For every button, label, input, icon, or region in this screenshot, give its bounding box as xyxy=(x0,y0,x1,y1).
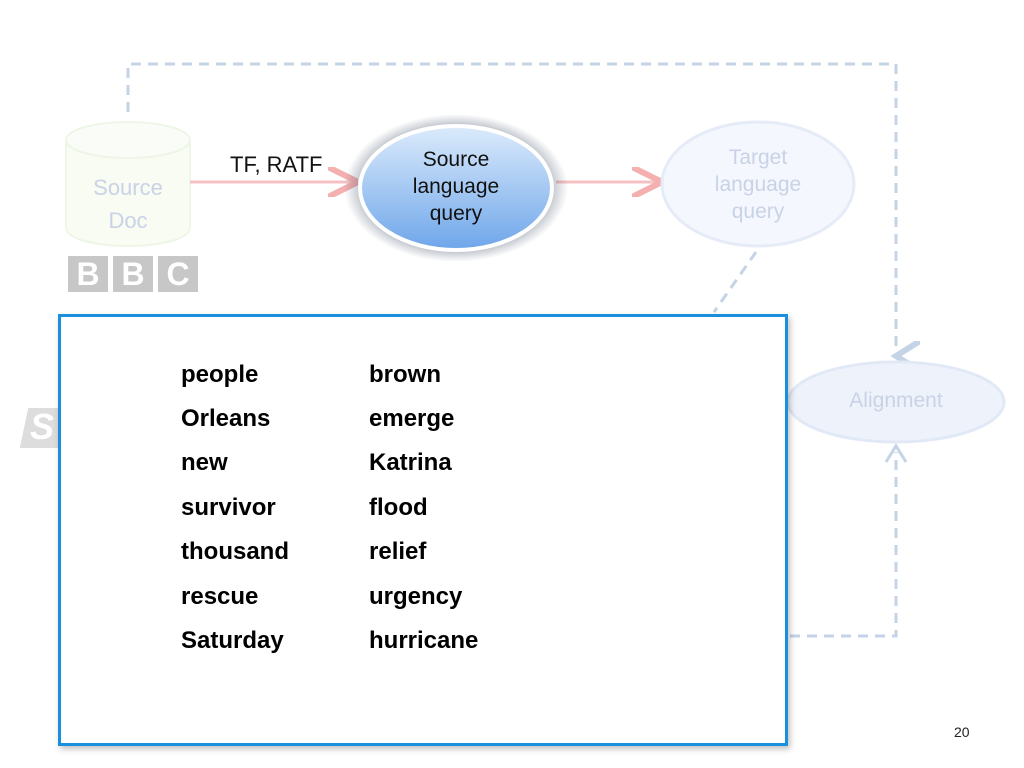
term-left: rescue xyxy=(181,583,259,610)
edge-label-tf-ratf: TF, RATF xyxy=(230,152,323,177)
target-query-node xyxy=(660,120,856,248)
term-right: hurricane xyxy=(369,627,479,654)
term-left: Orleans xyxy=(181,405,271,432)
term-right: relief xyxy=(369,538,427,565)
term-right: brown xyxy=(369,361,441,388)
term-left: new xyxy=(181,449,228,476)
source-query-node xyxy=(358,124,554,252)
source-query-label[interactable]: Source language query xyxy=(412,148,500,225)
term-right: emerge xyxy=(369,405,455,432)
term-right: urgency xyxy=(369,583,463,610)
source-doc-label: Source Doc xyxy=(93,175,163,233)
term-left: thousand xyxy=(181,538,289,565)
source-doc-cylinder xyxy=(65,121,191,247)
term-left: survivor xyxy=(181,494,276,521)
bbc-logo-letter: B xyxy=(113,256,153,292)
terms-panel: people Orleans new survivor thousand res… xyxy=(58,314,788,746)
term-left: Saturday xyxy=(181,627,284,654)
dashed-bottom-arrowhead xyxy=(884,443,908,463)
partial-logo-glyph: S xyxy=(30,406,55,447)
bbc-logo: B B C xyxy=(68,256,198,292)
target-query-label: Target language query xyxy=(714,146,802,223)
page-number: 20 xyxy=(954,724,970,740)
bbc-logo-letter: B xyxy=(68,256,108,292)
dashed-loop-bottom xyxy=(790,452,898,638)
partial-logo: S xyxy=(16,404,60,452)
dashed-diagonal xyxy=(712,251,758,313)
term-left: people xyxy=(181,361,259,388)
term-right: Katrina xyxy=(369,449,452,476)
term-right: flood xyxy=(369,494,428,521)
dashed-loop-top xyxy=(126,62,896,356)
alignment-node xyxy=(786,360,1006,444)
alignment-label: Alignment xyxy=(849,389,943,412)
bbc-logo-letter: C xyxy=(158,256,198,292)
